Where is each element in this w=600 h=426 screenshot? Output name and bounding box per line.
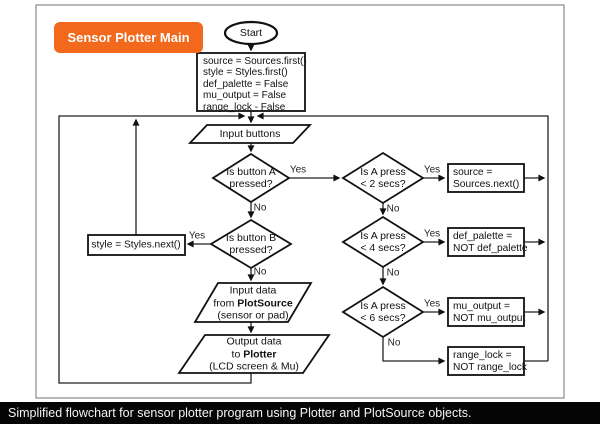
range-lock-box-shape [447, 346, 525, 376]
style-next-box-shape [87, 234, 186, 256]
edge-right-loop-return [256, 112, 549, 361]
press-6-secs-diamond-shape [341, 285, 425, 339]
init-assignments-box-shape [196, 52, 306, 112]
edge-main-loop-return [58, 112, 252, 384]
input-data-parallelogram-shape [193, 282, 313, 323]
input-buttons-parallelogram-shape [187, 124, 313, 144]
output-data-parallelogram-shape [177, 334, 331, 374]
edge-press6-no [382, 337, 446, 365]
start-terminator-shape [223, 20, 279, 46]
sensor-plotter-main-badge: Sensor Plotter Main [54, 22, 203, 53]
figure-caption: Simplified flowchart for sensor plotter … [0, 402, 600, 424]
mu-output-box-shape [447, 297, 525, 327]
source-next-box-shape [447, 163, 525, 193]
press-2-secs-diamond-shape [341, 151, 425, 205]
press-4-secs-diamond-shape [341, 215, 425, 269]
chart-frame [35, 4, 565, 399]
def-palette-box-shape [447, 227, 525, 257]
is-button-b-diamond-shape [209, 218, 293, 270]
is-button-a-diamond-shape [211, 152, 291, 204]
